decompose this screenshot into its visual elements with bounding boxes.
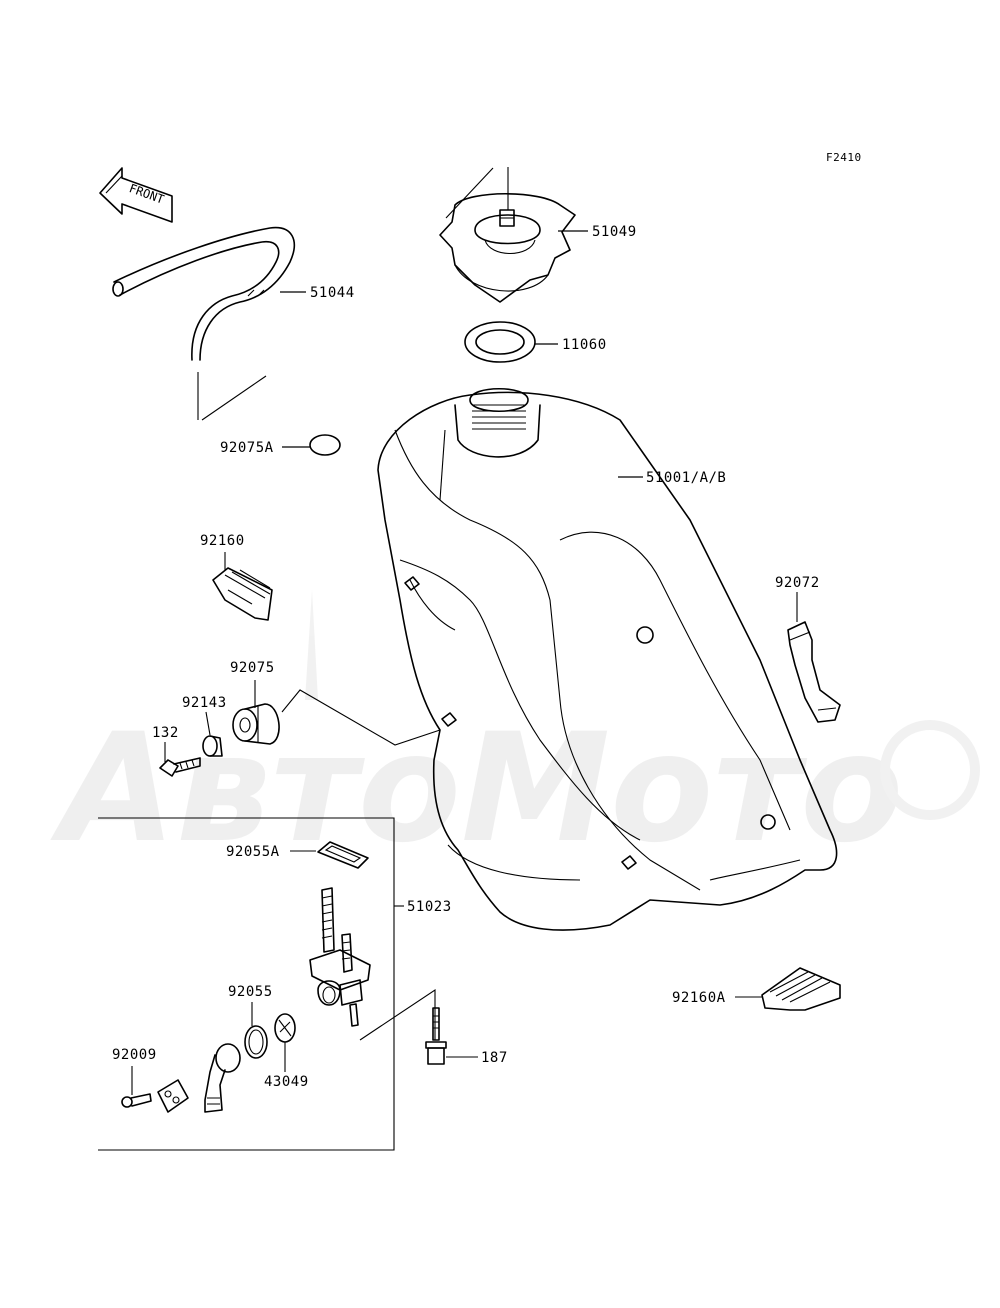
gasket-92055a [317, 841, 369, 869]
cover-plate [157, 1079, 189, 1113]
rubber-pad-92160a [761, 967, 841, 1011]
watermark: АвтоМото [50, 590, 980, 876]
fuel-cock-assembly-bracket [98, 817, 395, 1151]
fuel-cap [439, 193, 576, 303]
hose-guide-line-2 [201, 375, 267, 421]
collar-92143 [202, 735, 223, 757]
cap-gasket [464, 321, 536, 363]
callout-92160a: 92160A [672, 990, 726, 1006]
callout-92055a: 92055A [226, 844, 280, 860]
fuel-cock-lever [204, 1043, 241, 1113]
tank-seam-line [439, 429, 446, 501]
cap-guide-line [445, 167, 494, 219]
callout-11060: 11060 [562, 337, 607, 353]
callout-92072: 92072 [775, 575, 820, 591]
callout-51049: 51049 [592, 224, 637, 240]
fuel-cock [309, 887, 371, 1027]
damper-guide-line [281, 689, 441, 746]
cap-92075a [309, 434, 341, 456]
callout-92009: 92009 [112, 1047, 157, 1063]
screw-92009 [121, 1093, 152, 1108]
damper-92075 [232, 703, 280, 745]
filter-43049 [274, 1013, 296, 1043]
callout-92143: 92143 [182, 695, 227, 711]
fuel-tank [377, 387, 838, 931]
callout-92160: 92160 [200, 533, 245, 549]
callout-187: 187 [481, 1050, 508, 1066]
front-arrow-icon: FRONT [99, 167, 173, 223]
collar-lead-line [205, 711, 211, 736]
oring-92055 [244, 1025, 268, 1059]
breather-hose [112, 226, 295, 361]
figure-id: F2410 [826, 151, 862, 164]
rubber-pad-92160 [212, 567, 273, 621]
fuel-cock-guide-line [359, 988, 436, 1041]
callout-43049: 43049 [264, 1074, 309, 1090]
callout-92055: 92055 [228, 984, 273, 1000]
callout-51001-a-b: 51001/A/B [646, 470, 727, 486]
bolt-187 [425, 1007, 447, 1065]
watermark-text: АвтоМото [50, 702, 903, 876]
front-arrow-label: FRONT [127, 181, 166, 207]
bolt-132 [159, 757, 201, 777]
callout-92075a: 92075A [220, 440, 274, 456]
oring-inner [248, 1029, 264, 1055]
callout-51023: 51023 [407, 899, 452, 915]
callout-132: 132 [152, 725, 179, 741]
callout-51044: 51044 [310, 285, 355, 301]
strap-92072 [787, 621, 841, 723]
callout-92075: 92075 [230, 660, 275, 676]
